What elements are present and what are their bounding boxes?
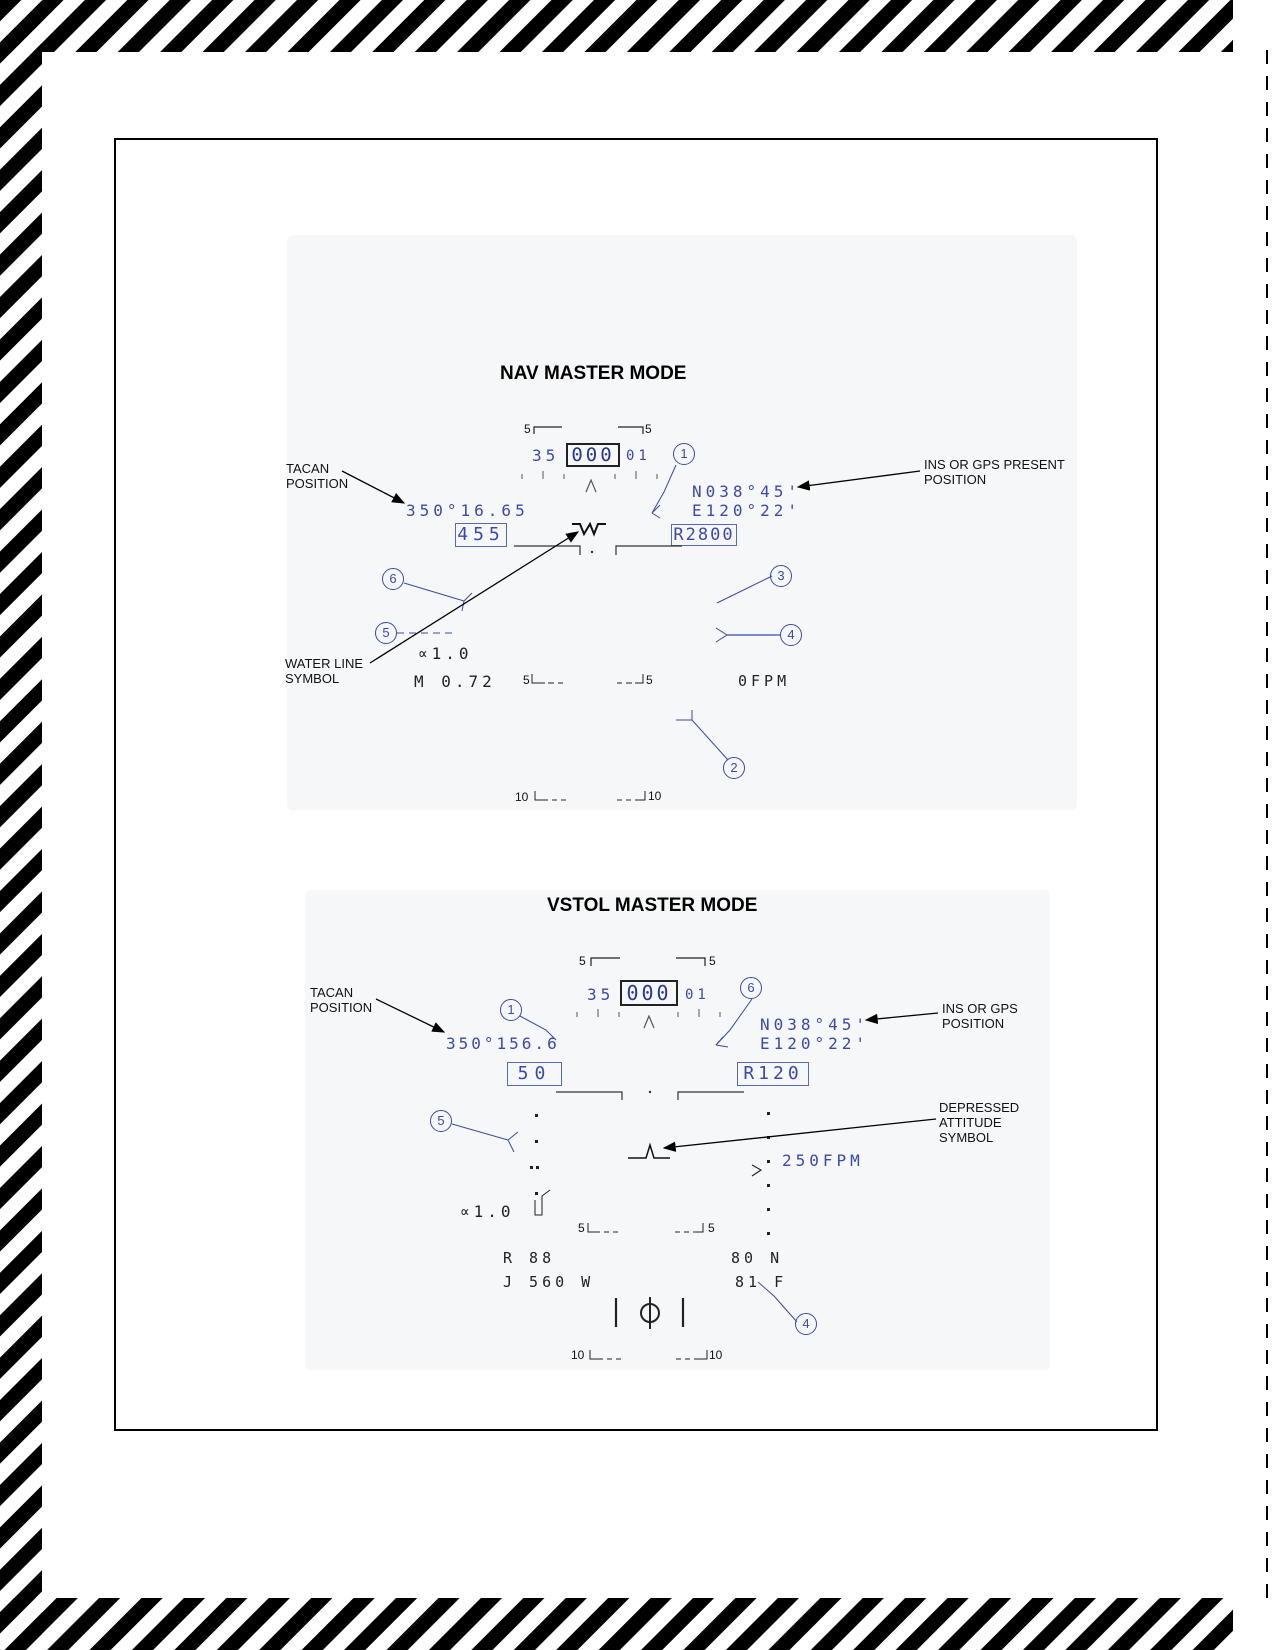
vstol-heading-tape (576, 1009, 721, 1017)
vstol-ins-lon: E120°22' (760, 1034, 870, 1053)
vstol-tacan-label: TACAN POSITION (310, 985, 373, 1015)
vstol-depressed-arrow (662, 1118, 937, 1152)
nav-waterline-label: WATER LINE SYMBOL (285, 656, 364, 686)
nav-leader-6 (403, 582, 465, 602)
vstol-heading-right: 01 (685, 987, 710, 1003)
vstol-left-scale (530, 1114, 539, 1195)
nav-waterline-arrow (369, 531, 580, 664)
nav-pitch10-right: 10 (648, 789, 662, 803)
nav-heading-right: 01 (626, 448, 651, 464)
nav-waterline-symbol (572, 521, 606, 537)
nav-ins-lon: E120°22' (692, 501, 802, 520)
nav-altitude-box: R2800 (671, 524, 737, 546)
vstol-pitch-top-left: 5 (579, 954, 586, 968)
nav-pitch5-left: 5 (523, 673, 530, 687)
nav-tacan-value: 350°16.65 (406, 501, 529, 520)
nav-tacan-label: TACAN POSITION (286, 461, 349, 491)
nav-pitch-top-right: 5 (645, 422, 652, 436)
nav-callout-6: 6 (382, 568, 404, 590)
nav-alpha: ∝1.0 (418, 644, 473, 663)
nav-callout-4: 4 (780, 624, 802, 646)
nav-callout-1: 1 (673, 443, 695, 465)
nav-callout-2: 2 (723, 757, 745, 779)
nav-callout-3: 3 (770, 565, 792, 587)
vstol-callout-4: 4 (795, 1313, 817, 1335)
vstol-pitch10-right: 10 (709, 1348, 723, 1362)
nav-panel (287, 235, 1077, 810)
vstol-tacan-value: 350°156.6 (446, 1034, 560, 1053)
nav-pitch10-left: 10 (515, 790, 529, 804)
vstol-depressed-label: DEPRESSED ATTITUDE SYMBOL (939, 1100, 1020, 1145)
vstol-j-line: J 560 W (503, 1273, 595, 1291)
vstol-r-line: R 88 (503, 1249, 556, 1267)
nav-ins-arrow (796, 470, 921, 491)
vstol-ins-arrow (864, 1012, 939, 1025)
nav-airspeed-box: 455 (455, 523, 507, 547)
nav-leader-1 (651, 464, 677, 514)
vstol-alpha: ∝1.0 (460, 1202, 515, 1221)
nav-leader-3 (716, 575, 773, 604)
nav-mach: M 0.72 (414, 672, 496, 691)
vstol-rpm-n: 80 N (731, 1249, 784, 1267)
vstol-heading-left: 35 (587, 985, 615, 1004)
vstol-right-scale (767, 1112, 770, 1235)
vstol-tacan-arrow (375, 998, 446, 1033)
vstol-depressed-attitude-symbol (628, 1142, 670, 1159)
nav-pitch-top-bracket-left (533, 426, 562, 434)
nav-heading-left: 35 (532, 446, 560, 465)
nav-pitch5-right: 5 (646, 673, 653, 687)
nav-title: NAV MASTER MODE (500, 363, 687, 384)
nav-pitch-top-bracket-right (618, 426, 644, 434)
vstol-panel (305, 890, 1050, 1370)
vstol-heading-box: 000 (620, 980, 678, 1006)
nav-heading-tape (521, 471, 658, 479)
vstol-ins-label: INS OR GPS POSITION (942, 1001, 1018, 1031)
vstol-airspeed-box: 50 (507, 1062, 562, 1086)
vstol-callout-6: 6 (740, 977, 762, 999)
nav-pitch-top-left: 5 (524, 422, 531, 436)
vstol-ins-lat: N038°45' (760, 1015, 870, 1034)
vstol-vvi: 250FPM (782, 1151, 864, 1170)
vstol-pitch5-left: 5 (578, 1221, 585, 1235)
vstol-altitude-box: R120 (737, 1062, 809, 1086)
nav-horizon-right (615, 545, 682, 555)
nav-ins-label: INS OR GPS PRESENT POSITION (924, 457, 1065, 487)
nav-leader-2 (691, 719, 729, 761)
vstol-callout-5: 5 (430, 1110, 452, 1132)
nav-heading-caret (585, 478, 597, 493)
vstol-callout-1: 1 (500, 999, 522, 1021)
vstol-rpm-f: 81 F (735, 1273, 788, 1291)
nav-heading-box: 000 (566, 443, 620, 467)
nav-horizon-left (514, 545, 581, 555)
vstol-title: VSTOL MASTER MODE (547, 895, 758, 916)
vstol-pitch-top-right: 5 (709, 954, 716, 968)
nav-ins-lat: N038°45' (692, 482, 802, 501)
nav-callout-5: 5 (375, 622, 397, 644)
vstol-pitch5-right: 5 (708, 1221, 715, 1235)
nav-vvi: 0FPM (738, 672, 791, 690)
vstol-pitch10-left: 10 (571, 1348, 585, 1362)
nav-tacan-arrow (341, 470, 406, 504)
